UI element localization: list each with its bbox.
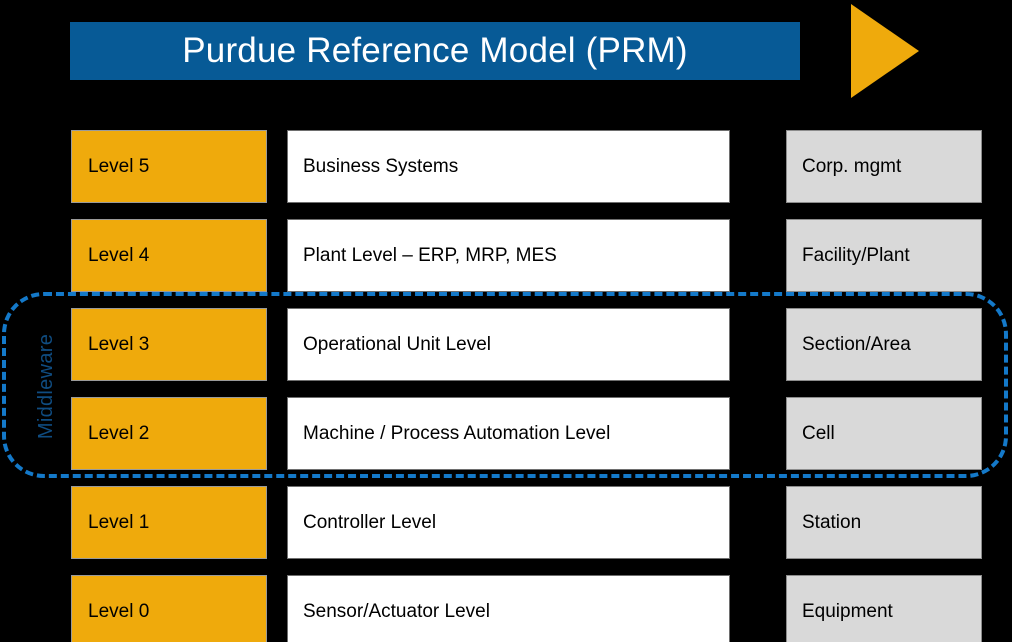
level-description-box[interactable]: Machine / Process Automation Level — [287, 397, 730, 470]
level-label-box[interactable]: Level 3 — [71, 308, 267, 381]
level-label-box[interactable]: Level 0 — [71, 575, 267, 642]
level-scope-box[interactable]: Section/Area — [786, 308, 982, 381]
level-description-box[interactable]: Operational Unit Level — [287, 308, 730, 381]
level-label-box[interactable]: Level 2 — [71, 397, 267, 470]
level-scope-box[interactable]: Corp. mgmt — [786, 130, 982, 203]
page-title: Purdue Reference Model (PRM) — [182, 31, 688, 70]
level-scope-box[interactable]: Equipment — [786, 575, 982, 642]
level-row: Level 3 Operational Unit Level Section/Are… — [0, 308, 1012, 381]
level-row: Level 5 Business Systems Corp. mgmt — [0, 130, 1012, 203]
level-scope-box[interactable]: Cell — [786, 397, 982, 470]
middleware-label: Middleware — [24, 300, 70, 472]
level-scope-box[interactable]: Facility/Plant — [786, 219, 982, 292]
level-row: Level 1 Controller Level Station — [0, 486, 1012, 559]
level-row: Level 4 Plant Level – ERP, MRP, MES Facili… — [0, 219, 1012, 292]
middleware-label-text: Middleware — [35, 333, 58, 439]
level-row: Level 0 Sensor/Actuator Level Equipment — [0, 575, 1012, 642]
level-label-box[interactable]: Level 4 — [71, 219, 267, 292]
level-description-box[interactable]: Controller Level — [287, 486, 730, 559]
level-label-box[interactable]: Level 5 — [71, 130, 267, 203]
level-description-box[interactable]: Sensor/Actuator Level — [287, 575, 730, 642]
title-banner: Purdue Reference Model (PRM) — [70, 22, 800, 80]
level-scope-box[interactable]: Station — [786, 486, 982, 559]
level-description-box[interactable]: Business Systems — [287, 130, 730, 203]
level-row: Level 2 Machine / Process Automation Leve… — [0, 397, 1012, 470]
level-description-box[interactable]: Plant Level – ERP, MRP, MES — [287, 219, 730, 292]
right-arrow-icon — [851, 1, 919, 101]
level-label-box[interactable]: Level 1 — [71, 486, 267, 559]
